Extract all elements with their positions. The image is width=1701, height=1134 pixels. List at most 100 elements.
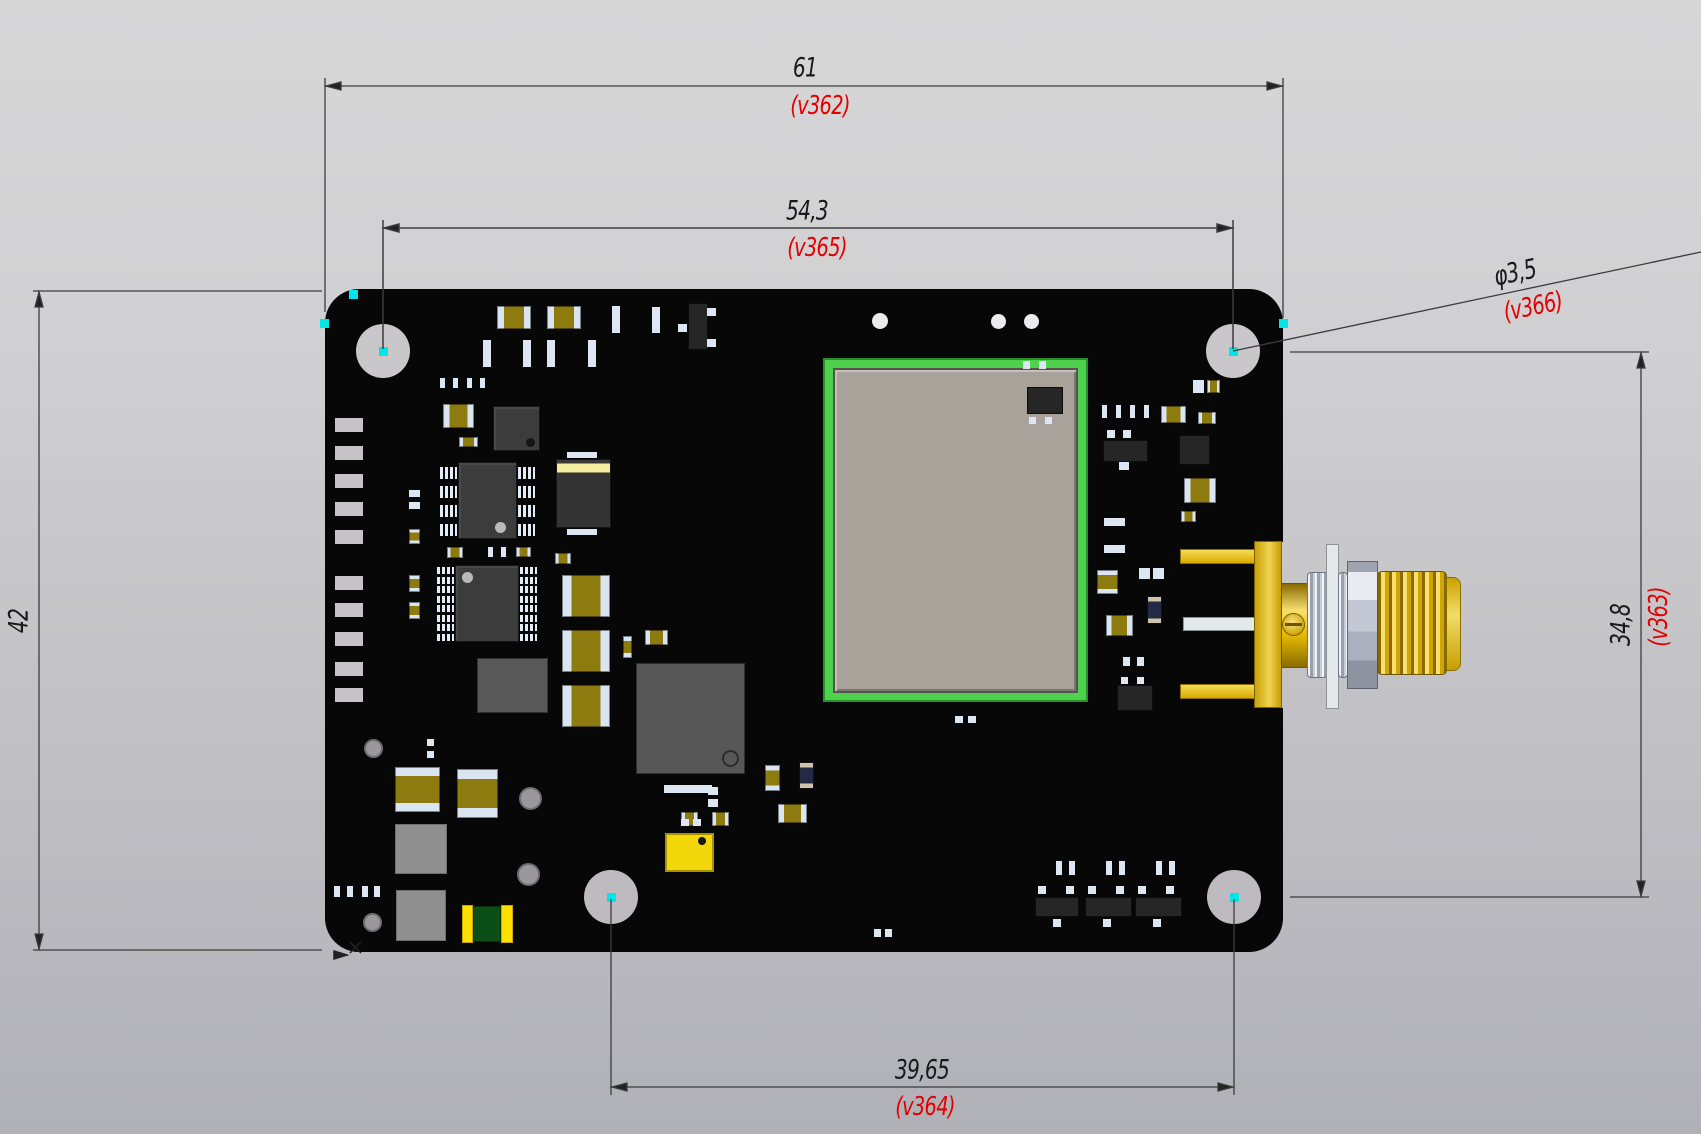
lead xyxy=(1119,861,1125,875)
capacitor xyxy=(516,547,531,557)
lead xyxy=(1138,886,1146,894)
solder-pad xyxy=(874,929,881,937)
pin1-ring xyxy=(722,750,739,767)
resistor xyxy=(612,306,620,333)
pin1-dot xyxy=(698,837,706,845)
pin-row xyxy=(437,577,454,584)
lead xyxy=(1153,919,1161,927)
edge-pad xyxy=(335,688,363,702)
inductor xyxy=(395,824,447,874)
capacitor xyxy=(443,404,474,428)
sma-screw-slot xyxy=(1285,623,1302,626)
capacitor xyxy=(409,575,420,592)
snap-marker xyxy=(349,290,358,299)
solder-pad xyxy=(1023,361,1030,369)
solder-pad xyxy=(1116,405,1121,418)
lead xyxy=(1116,886,1124,894)
capacitor xyxy=(555,553,571,564)
snap-marker xyxy=(320,319,329,328)
leader-hole-diameter xyxy=(1232,251,1701,352)
ic-chip xyxy=(1117,685,1153,711)
solder-pad xyxy=(501,547,506,557)
led-terminal xyxy=(501,905,513,943)
edge-pad xyxy=(335,530,363,544)
pin-row xyxy=(518,467,535,479)
pin-row xyxy=(440,486,457,498)
lead xyxy=(1056,861,1062,875)
resistor xyxy=(1153,568,1164,579)
resistor xyxy=(664,785,712,793)
solder-pad xyxy=(488,547,493,557)
pin-row xyxy=(437,634,454,641)
lead xyxy=(1123,430,1131,438)
crystal-oscillator xyxy=(556,459,611,528)
resistor xyxy=(547,340,555,367)
dim-width-61 xyxy=(323,78,1285,318)
solder-pad xyxy=(1123,657,1130,666)
capacitor xyxy=(457,769,498,818)
solder-pad xyxy=(1137,657,1144,666)
dim-holes-v-value: 34,8 xyxy=(1605,603,1637,647)
solder-pad xyxy=(955,716,963,723)
capacitor xyxy=(623,636,632,658)
diode xyxy=(1147,596,1162,624)
dim-holes-543 xyxy=(381,220,1235,349)
lead xyxy=(1169,861,1175,875)
dim-height-value: 42 xyxy=(3,608,35,634)
edge-pad xyxy=(335,576,363,590)
lead xyxy=(1156,861,1162,875)
pin-row xyxy=(520,567,537,574)
pin-row xyxy=(437,596,454,603)
via xyxy=(364,739,383,758)
capacitor xyxy=(409,602,420,619)
capacitor xyxy=(1106,615,1133,636)
dim-width-value: 61 xyxy=(792,52,818,84)
resistor xyxy=(1139,568,1150,579)
solder-pad xyxy=(409,490,420,497)
lead xyxy=(707,339,716,347)
dim-holes-b-ref: (v364) xyxy=(895,1092,955,1122)
capacitor xyxy=(497,306,531,329)
solder-pad xyxy=(1144,405,1149,418)
via xyxy=(363,913,382,932)
pin-row xyxy=(437,586,454,593)
solder-pad xyxy=(480,378,485,388)
capacitor xyxy=(562,685,610,727)
solder-pad xyxy=(374,886,380,897)
edge-pad xyxy=(335,603,363,617)
lead xyxy=(1166,886,1174,894)
transistor xyxy=(1103,440,1148,462)
pin-row xyxy=(520,624,537,631)
pin-row xyxy=(518,524,535,536)
inductor xyxy=(396,890,446,941)
edge-pad xyxy=(335,662,363,676)
solder-pad xyxy=(453,378,458,388)
capacitor xyxy=(1097,570,1118,594)
solder-pad xyxy=(1102,405,1107,418)
transistor xyxy=(1085,897,1132,917)
pin1-dot xyxy=(462,572,473,583)
snap-marker xyxy=(607,893,616,902)
sma-hex-nut xyxy=(1347,561,1378,689)
lead xyxy=(678,324,687,332)
lead xyxy=(1053,919,1061,927)
resistor xyxy=(1104,518,1125,526)
sketch-origin-marker xyxy=(333,941,362,961)
solder-pad xyxy=(362,886,368,897)
pin-row xyxy=(440,467,457,479)
capacitor xyxy=(1181,511,1196,522)
lead xyxy=(1119,462,1129,470)
dim-holes-v-ref: (v363) xyxy=(1644,587,1674,647)
transistor xyxy=(1135,897,1182,917)
edge-pad xyxy=(335,446,363,460)
solder-pad xyxy=(334,886,340,897)
pin1-dot xyxy=(526,438,535,447)
lead xyxy=(707,308,716,316)
lead xyxy=(1107,430,1115,438)
capacitor xyxy=(778,804,807,823)
solder-pad xyxy=(467,378,472,388)
dim-holes-3965 xyxy=(609,899,1236,1095)
capacitor xyxy=(562,630,610,672)
